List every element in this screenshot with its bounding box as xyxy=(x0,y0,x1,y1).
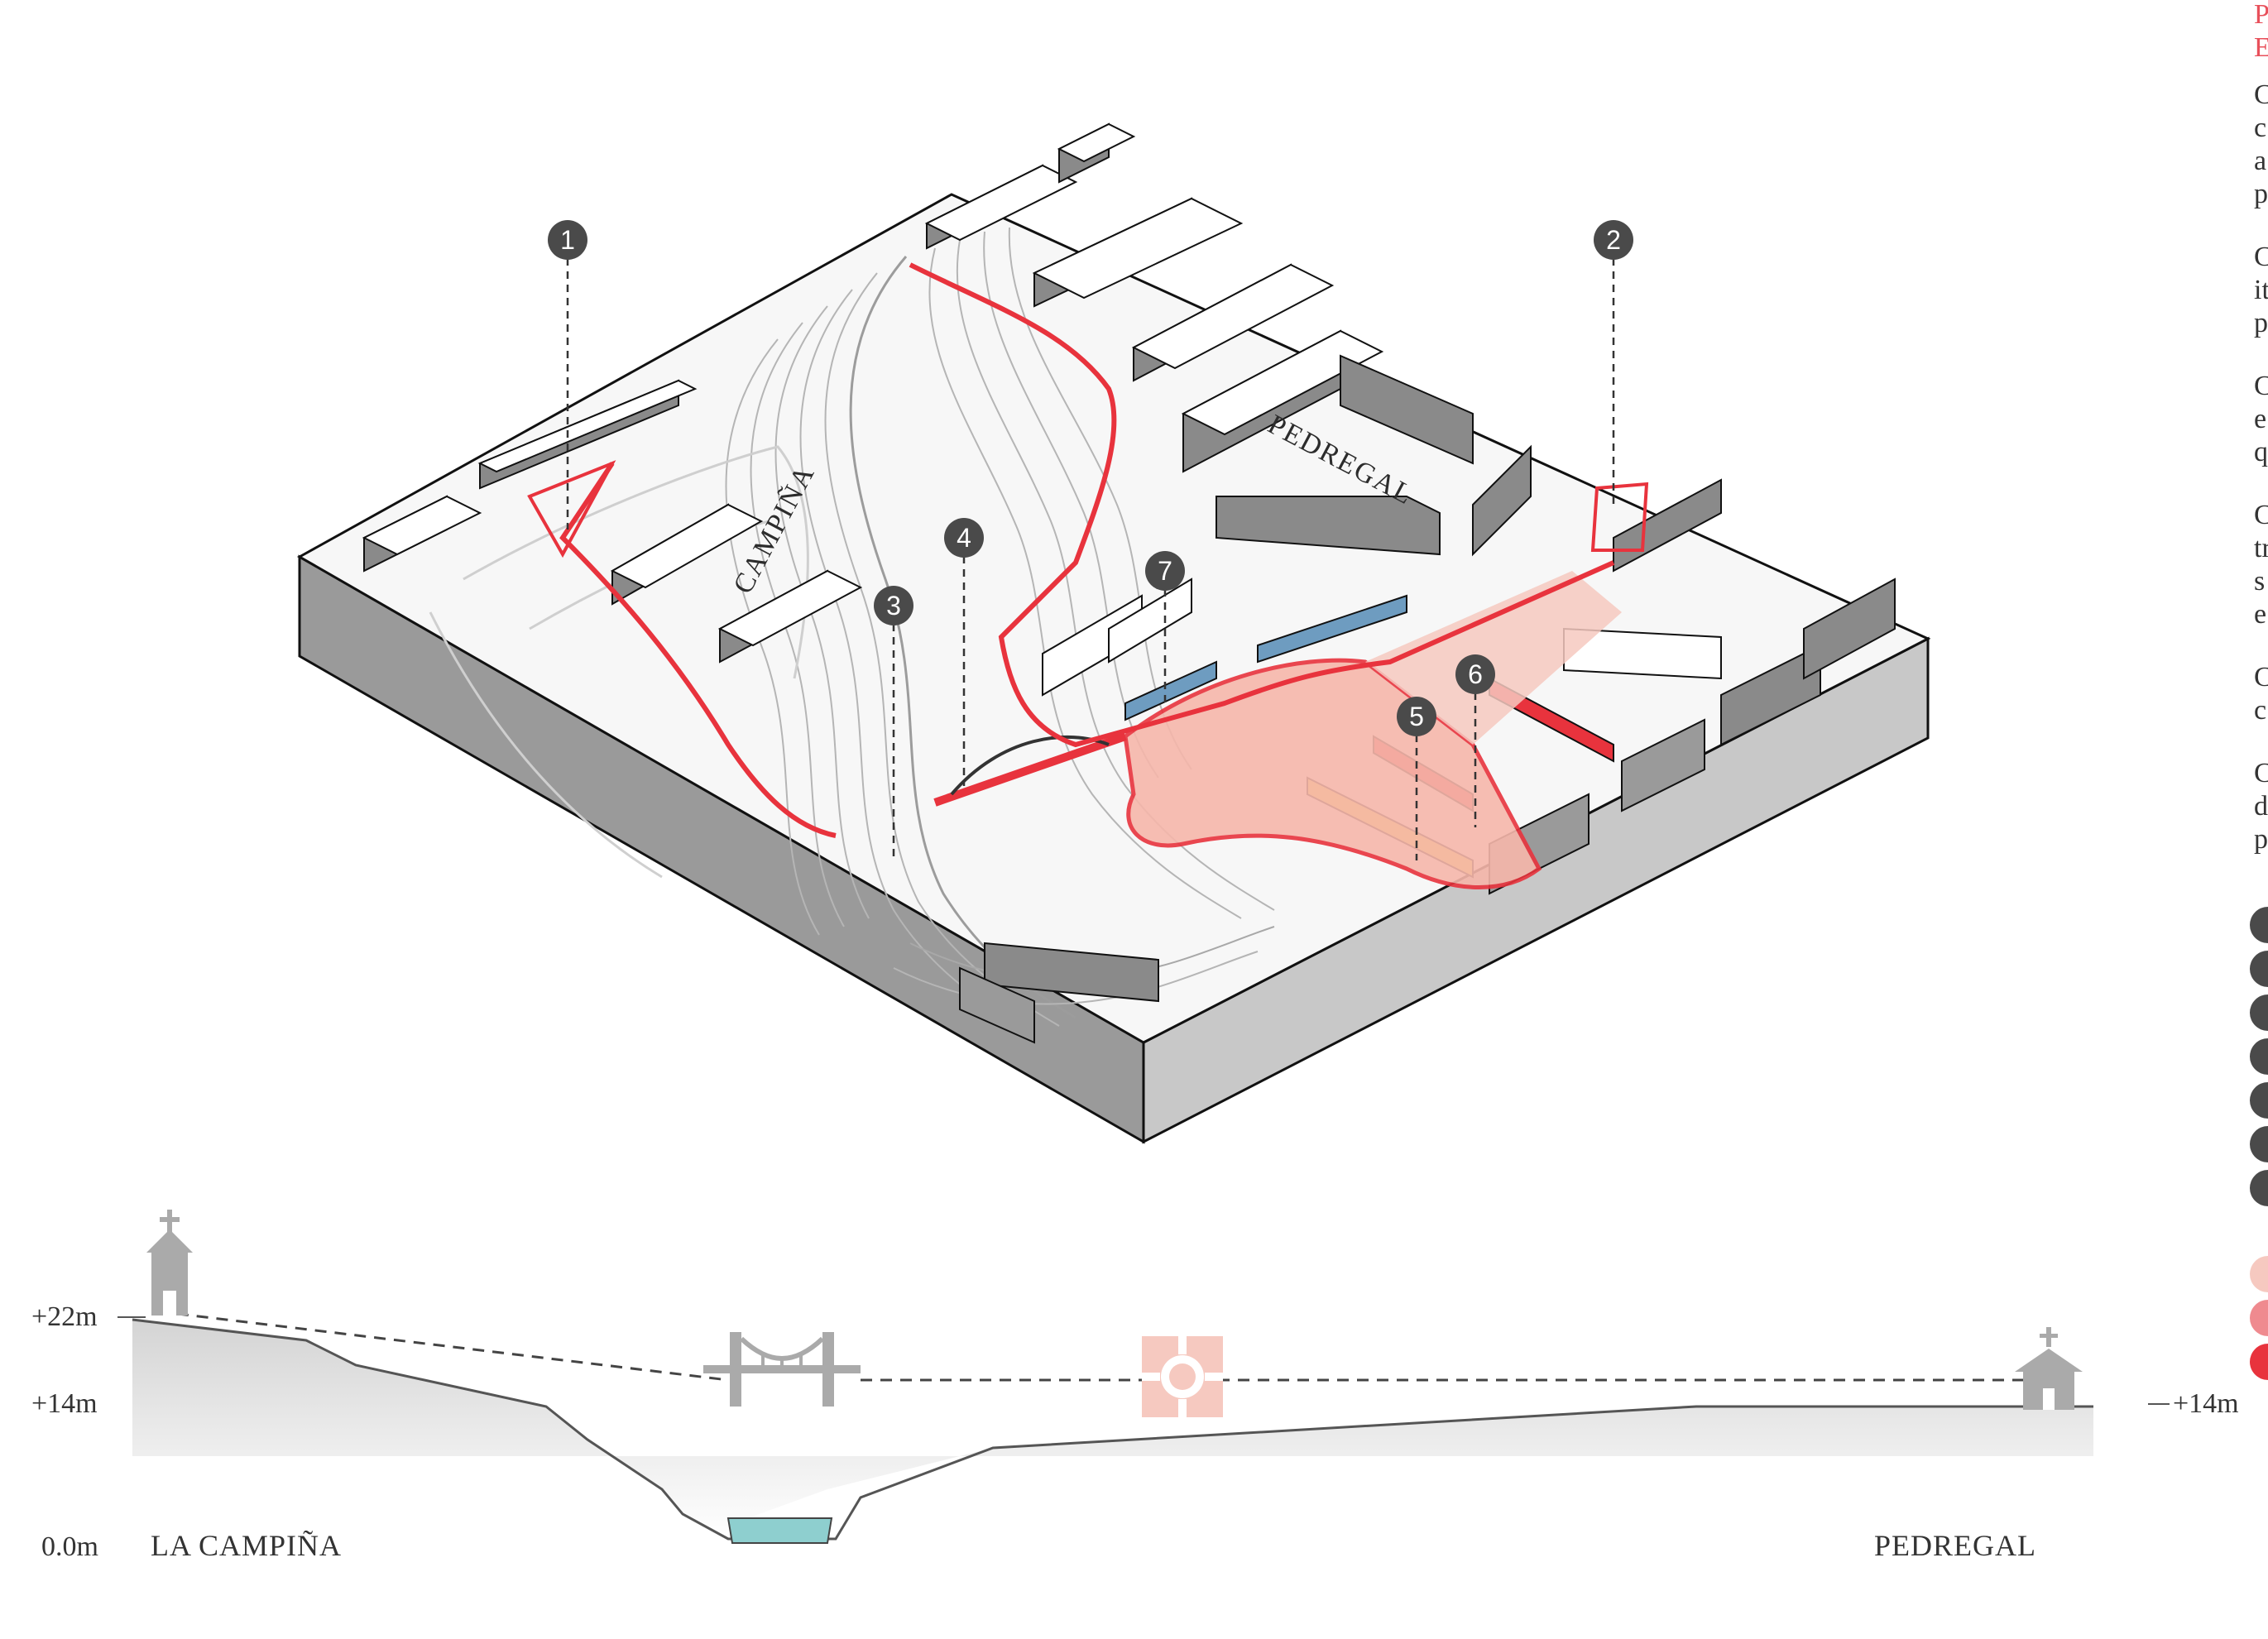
marker-4: 4 xyxy=(944,518,984,786)
legend-color-swatch xyxy=(2250,1256,2268,1292)
marker-number: 3 xyxy=(886,591,901,621)
building xyxy=(924,164,1078,250)
sidebar-paragraph-line: e xyxy=(2254,404,2266,434)
sidebar-title-line: P xyxy=(2254,0,2268,30)
marker-circle xyxy=(944,518,984,558)
sidebar-paragraph-line: tr xyxy=(2254,533,2268,563)
marker-number: 7 xyxy=(1158,556,1172,586)
marker-circle xyxy=(874,586,913,625)
building xyxy=(717,569,863,664)
legend-marker-swatch xyxy=(2250,1082,2268,1119)
marker-number: 5 xyxy=(1409,702,1424,731)
marker-6: 6 xyxy=(1455,654,1495,827)
marker-5: 5 xyxy=(1397,697,1436,860)
building xyxy=(1057,122,1136,184)
section-profile-line xyxy=(132,1318,2093,1541)
legend-color-swatch xyxy=(2250,1344,2268,1380)
sidebar-paragraph-line: e xyxy=(2254,599,2266,630)
sidebar-paragraph-line: c xyxy=(2254,695,2266,726)
building xyxy=(1131,263,1335,382)
sidebar-paragraph-line: C xyxy=(2254,242,2268,272)
marker-circle xyxy=(1594,220,1633,260)
site-section: +22m +14m +14m 0.0m LA CAMPIÑA PEDREGAL xyxy=(31,1210,2239,1562)
marker-layer: 1 2 3 4 5 6 7 xyxy=(548,220,1633,860)
sidebar-legend xyxy=(2250,907,2268,1380)
building xyxy=(610,503,764,606)
sidebar-paragraph-line: C xyxy=(2254,79,2268,110)
plaza-icon xyxy=(1142,1336,1223,1417)
sidebar-paragraph-line: C xyxy=(2254,662,2268,693)
elevation-label-mid: +14m xyxy=(31,1388,98,1419)
marker-circle xyxy=(1455,654,1495,694)
section-ground xyxy=(132,1320,2093,1539)
marker-circle xyxy=(1397,697,1436,736)
building xyxy=(1340,354,1474,465)
sidebar-paragraph-line: p xyxy=(2254,824,2268,855)
building xyxy=(1216,496,1441,556)
church-icon xyxy=(146,1210,193,1316)
sidebar-paragraph-line: p xyxy=(2254,179,2268,209)
sidebar-paragraph-line: it xyxy=(2254,275,2268,305)
sidebar-paragraph-line: C xyxy=(2254,758,2268,788)
campina-buildings xyxy=(362,379,1159,1044)
church-icon xyxy=(2015,1327,2083,1410)
bridge-icon xyxy=(703,1332,861,1407)
sightline-dashed xyxy=(156,1310,729,1382)
building xyxy=(477,379,698,490)
legend-color-swatch xyxy=(2250,1300,2268,1336)
place-label-left: LA CAMPIÑA xyxy=(151,1529,342,1562)
sidebar-title-line: E xyxy=(2254,32,2268,63)
marker-circle xyxy=(548,220,587,260)
sidebar-paragraph-line: s xyxy=(2254,566,2265,597)
route-start-outline xyxy=(527,460,616,558)
legend-marker-swatch xyxy=(2250,1126,2268,1162)
route-end-outline xyxy=(1590,482,1649,552)
plaza-extension xyxy=(1365,571,1622,745)
marker-2: 2 xyxy=(1594,220,1633,505)
elevation-label-top: +22m xyxy=(31,1301,98,1332)
marker-circle xyxy=(1145,551,1185,591)
sidebar-paragraph-line: q xyxy=(2254,437,2268,467)
elevation-label-base: 0.0m xyxy=(41,1531,98,1562)
marker-3: 3 xyxy=(874,586,913,860)
elevation-label-right: +14m xyxy=(2173,1388,2239,1419)
legend-marker-swatch xyxy=(2250,994,2268,1031)
legend-marker-swatch xyxy=(2250,1038,2268,1075)
marker-number: 6 xyxy=(1468,659,1483,689)
sidebar-paragraph-line: c xyxy=(2254,113,2266,143)
marker-7: 7 xyxy=(1145,551,1185,703)
legend-marker-swatch xyxy=(2250,951,2268,987)
pedestrian-route xyxy=(559,462,837,838)
marker-number: 2 xyxy=(1606,225,1621,255)
building xyxy=(1472,444,1532,557)
legend-marker-swatch xyxy=(2250,907,2268,943)
legend-marker-swatch xyxy=(2250,1170,2268,1206)
building xyxy=(1032,197,1244,308)
marker-number: 1 xyxy=(560,225,575,255)
pedregal-buildings xyxy=(924,122,1896,895)
sidebar-paragraph-line: C xyxy=(2254,500,2268,530)
sidebar-paragraph-line: a xyxy=(2254,146,2266,176)
river-water xyxy=(726,1517,833,1544)
building-row xyxy=(1042,577,1192,697)
sidebar-paragraph-line: C xyxy=(2254,371,2268,401)
blue-buildings xyxy=(1124,594,1407,721)
marker-number: 4 xyxy=(957,523,971,553)
sidebar-paragraph-line: p xyxy=(2254,308,2268,338)
pedestrian-route xyxy=(909,262,1615,748)
sidebar-paragraph-line: d xyxy=(2254,791,2268,822)
building xyxy=(959,942,1159,1044)
place-label-right: PEDREGAL xyxy=(1874,1529,2036,1562)
building xyxy=(1613,478,1722,573)
building xyxy=(362,495,482,573)
marker-1: 1 xyxy=(548,220,587,530)
